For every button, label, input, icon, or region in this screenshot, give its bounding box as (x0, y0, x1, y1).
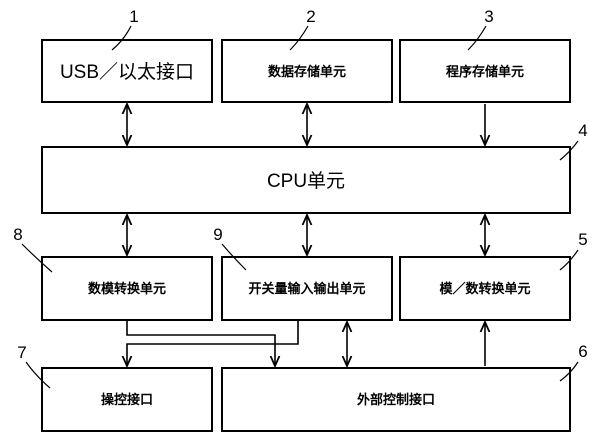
ad-conversion-unit-box (399, 256, 571, 321)
cpu-unit-label: CPU单元 (267, 170, 345, 192)
switch-io-unit-label: 开关量输入输出单元 (248, 281, 365, 296)
ref-number-8: 8 (13, 225, 22, 244)
usb-ethernet-interface-label: USB／以太接口 (60, 61, 194, 83)
control-interface-label: 操控接口 (101, 392, 153, 407)
program-storage-unit-label: 程序存储单元 (446, 64, 524, 79)
switch-io-unit-box (221, 256, 393, 321)
ref-number-1: 1 (129, 7, 138, 26)
ref-number-5: 5 (578, 230, 587, 249)
external-control-interface-box (221, 367, 571, 432)
usb-ethernet-interface-box (41, 39, 213, 103)
data-storage-unit-label: 数据存储单元 (268, 64, 346, 79)
ref-number-7: 7 (17, 343, 26, 362)
ref-number-3: 3 (484, 7, 493, 26)
ref-number-2: 2 (306, 7, 315, 26)
arrow-da-to-external-control (126, 320, 275, 366)
control-interface-box (41, 367, 213, 432)
da-conversion-unit-label: 数模转换单元 (88, 281, 166, 296)
program-storage-unit-box (399, 39, 571, 103)
leader-line-3 (467, 25, 487, 51)
ref-number-4: 4 (578, 121, 587, 140)
leader-line-4 (559, 140, 579, 161)
ref-number-9: 9 (213, 225, 222, 244)
leader-line-5 (559, 249, 579, 271)
leader-line-8 (21, 243, 53, 273)
leader-line-2 (289, 25, 309, 51)
external-control-interface-label: 外部控制接口 (356, 392, 435, 407)
cpu-unit-box (41, 146, 571, 214)
leader-line-9 (221, 243, 247, 271)
data-storage-unit-box (221, 39, 393, 103)
leader-line-6 (559, 361, 579, 382)
ad-conversion-unit-label: 模／数转换单元 (439, 281, 530, 296)
arrow-switch-io-to-control-interface (127, 320, 299, 366)
leader-line-1 (111, 25, 132, 51)
ref-number-6: 6 (578, 342, 587, 361)
leader-line-7 (25, 361, 51, 389)
